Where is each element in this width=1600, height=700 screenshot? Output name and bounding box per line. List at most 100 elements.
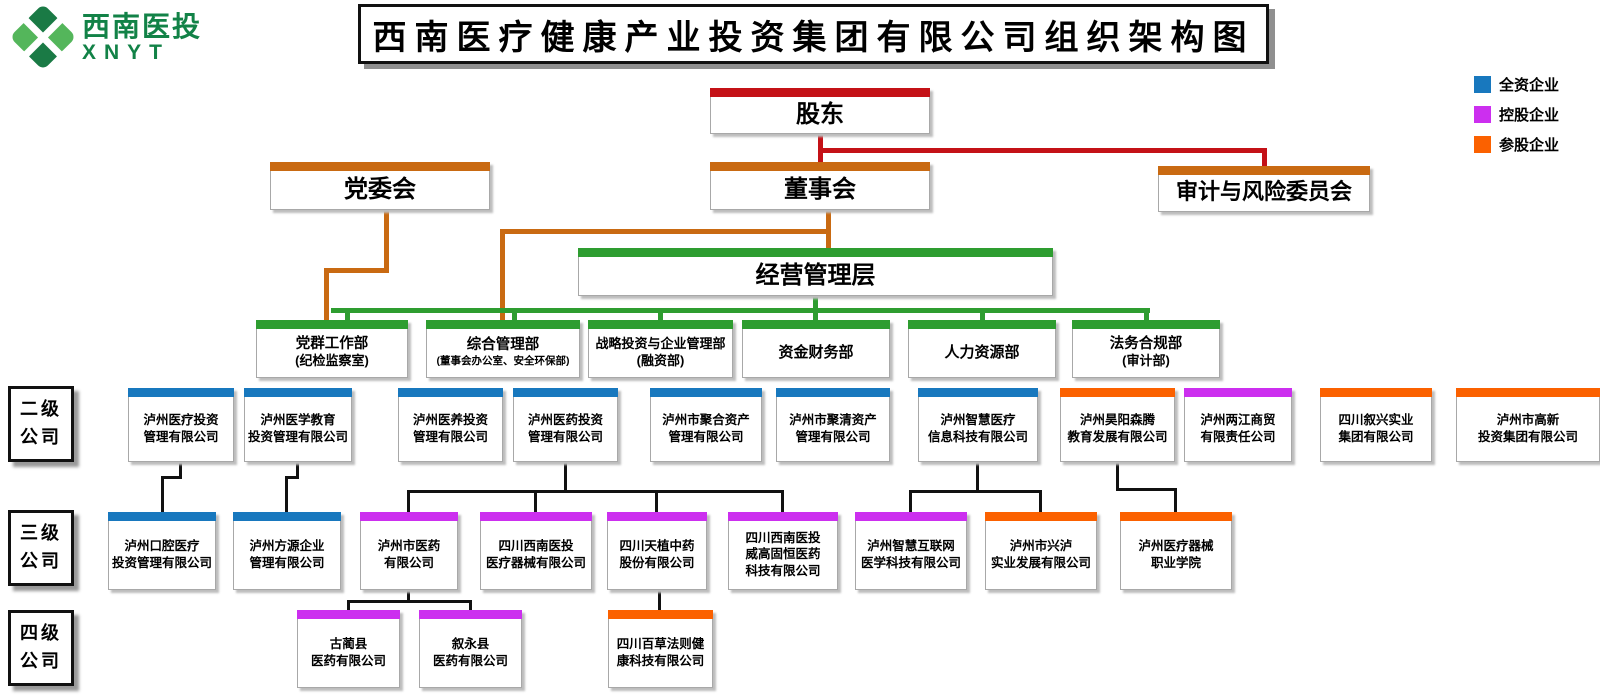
c2-xuxing-industrial-label: 四川叙兴实业集团有限公司 bbox=[1338, 413, 1414, 444]
connector-line bbox=[1116, 488, 1177, 491]
tier3-label: 三级公司 bbox=[8, 510, 74, 586]
c3-city-pharma-color-bar bbox=[360, 512, 458, 521]
connector-line bbox=[285, 476, 299, 479]
equity-participation-swatch bbox=[1474, 136, 1491, 153]
node-party-committee-color-bar bbox=[270, 162, 490, 171]
dept-legal-compliance: 法务合规部(审计部) bbox=[1072, 320, 1220, 378]
c3-tianzhi-tcm-color-bar bbox=[607, 512, 707, 521]
node-management-layer-color-bar bbox=[578, 248, 1053, 257]
c3-xinglu-industrial: 泸州市兴泸实业发展有限公司 bbox=[985, 512, 1097, 590]
c2-juhe-assets-color-bar bbox=[650, 388, 762, 397]
dept-legal-compliance-color-bar bbox=[1072, 320, 1220, 329]
connector-line bbox=[818, 148, 1267, 153]
connector-line bbox=[826, 210, 831, 234]
connector-line bbox=[1116, 462, 1119, 490]
c2-liangjiang-trading-color-bar bbox=[1184, 388, 1292, 397]
logo-text: 西南医投 XNYT bbox=[82, 11, 203, 65]
dept-finance-color-bar bbox=[742, 320, 890, 329]
c4-xuyong-pharma-label: 叙永县医药有限公司 bbox=[432, 637, 508, 668]
c3-medical-devices-label: 四川西南医投医疗器械有限公司 bbox=[485, 539, 586, 570]
dept-general-administration-label: 综合管理部(董事会办公室、安全环保部) bbox=[436, 337, 570, 368]
logo-english-name: XNYT bbox=[82, 41, 171, 65]
connector-line bbox=[1262, 148, 1267, 166]
c3-weigao-guheng-color-bar bbox=[728, 512, 838, 521]
tier2-label: 二级公司 bbox=[8, 386, 74, 462]
c2-liangjiang-trading: 泸州两江商贸有限责任公司 bbox=[1184, 388, 1292, 462]
connector-line bbox=[161, 476, 164, 512]
c2-medical-investment-color-bar bbox=[128, 388, 234, 397]
connector-line bbox=[1144, 308, 1149, 320]
c2-medical-education: 泸州医学教育投资管理有限公司 bbox=[244, 388, 352, 462]
c2-haoyang-senteng-color-bar bbox=[1060, 388, 1175, 397]
holding-swatch bbox=[1474, 106, 1491, 123]
node-audit-risk-committee-label: 审计与风险委员会 bbox=[1175, 179, 1352, 205]
connector-line bbox=[658, 308, 663, 320]
c2-haoyang-senteng-label: 泸州昊阳森腾教育发展有限公司 bbox=[1067, 413, 1168, 444]
connector-line bbox=[324, 268, 329, 320]
connector-line bbox=[1174, 488, 1177, 512]
c4-gulin-pharma-label: 古蔺县医药有限公司 bbox=[310, 637, 386, 668]
c2-haoyang-senteng: 泸州昊阳森腾教育发展有限公司 bbox=[1060, 388, 1175, 462]
node-board-of-directors-color-bar bbox=[710, 162, 930, 171]
dept-general-administration: 综合管理部(董事会办公室、安全环保部) bbox=[426, 320, 580, 378]
c2-medical-care-color-bar bbox=[398, 388, 503, 397]
connector-line bbox=[1039, 490, 1042, 512]
node-board-of-directors-label: 董事会 bbox=[784, 175, 856, 203]
c2-gaoxin-investment: 泸州市高新投资集团有限公司 bbox=[1456, 388, 1600, 462]
dept-strategy-investment-color-bar bbox=[588, 320, 733, 329]
c3-tianzhi-tcm-label: 四川天植中药股份有限公司 bbox=[619, 539, 695, 570]
c2-medical-education-color-bar bbox=[244, 388, 352, 397]
c3-weigao-guheng: 四川西南医投威高固恒医药科技有限公司 bbox=[728, 512, 838, 590]
node-party-committee-label: 党委会 bbox=[344, 175, 416, 203]
node-audit-risk-committee-color-bar bbox=[1158, 166, 1370, 175]
connector-line bbox=[161, 476, 182, 479]
connector-line bbox=[534, 490, 537, 512]
c3-smart-internet-medical: 泸州智慧互联网医学科技有限公司 bbox=[855, 512, 967, 590]
node-board-of-directors: 董事会 bbox=[710, 162, 930, 210]
c2-liangjiang-trading-label: 泸州两江商贸有限责任公司 bbox=[1200, 413, 1276, 444]
c2-medical-care-label: 泸州医养投资管理有限公司 bbox=[412, 413, 488, 444]
c2-gaoxin-investment-label: 泸州市高新投资集团有限公司 bbox=[1477, 413, 1578, 444]
c3-smart-internet-medical-label: 泸州智慧互联网医学科技有限公司 bbox=[860, 539, 961, 570]
connector-line bbox=[512, 308, 517, 320]
dept-strategy-investment-label: 战略投资与企业管理部(融资部) bbox=[595, 335, 726, 368]
legend-item-equity-participation: 参股企业 bbox=[1474, 134, 1559, 155]
page-title: 西南医疗健康产业投资集团有限公司组织架构图 bbox=[358, 4, 1269, 64]
c3-dental-medical: 泸州口腔医疗投资管理有限公司 bbox=[108, 512, 216, 590]
c3-medical-devices: 四川西南医投医疗器械有限公司 bbox=[480, 512, 592, 590]
c2-medical-care: 泸州医养投资管理有限公司 bbox=[398, 388, 503, 462]
c4-baicao-health-color-bar bbox=[608, 610, 713, 619]
legend-item-holding: 控股企业 bbox=[1474, 104, 1559, 125]
clover-logo-icon bbox=[9, 3, 77, 71]
c3-xinglu-industrial-label: 泸州市兴泸实业发展有限公司 bbox=[990, 539, 1091, 570]
logo-chinese-name: 西南医投 bbox=[82, 11, 203, 42]
c2-juhe-assets: 泸州市聚合资产管理有限公司 bbox=[650, 388, 762, 462]
c3-fangyuan-enterprise-label: 泸州方源企业管理有限公司 bbox=[249, 539, 325, 570]
dept-general-administration-color-bar bbox=[426, 320, 580, 329]
c4-gulin-pharma: 古蔺县医药有限公司 bbox=[297, 610, 400, 688]
connector-line bbox=[909, 490, 1042, 493]
node-management-layer: 经营管理层 bbox=[578, 248, 1053, 296]
dept-human-resources-label: 人力资源部 bbox=[944, 343, 1020, 361]
c2-juqing-assets-label: 泸州市聚清资产管理有限公司 bbox=[789, 413, 877, 444]
dept-strategy-investment: 战略投资与企业管理部(融资部) bbox=[588, 320, 733, 378]
c3-xinglu-industrial-color-bar bbox=[985, 512, 1097, 521]
c2-medical-education-label: 泸州医学教育投资管理有限公司 bbox=[247, 413, 348, 444]
c4-baicao-health: 四川百草法则健康科技有限公司 bbox=[608, 610, 713, 688]
connector-line bbox=[976, 462, 979, 492]
legend: 全资企业 控股企业 参股企业 bbox=[1474, 74, 1559, 155]
connector-line bbox=[826, 229, 831, 248]
tier4-label: 四级公司 bbox=[8, 610, 74, 686]
connector-line bbox=[384, 210, 389, 273]
dept-party-mass-work-color-bar bbox=[256, 320, 408, 329]
c2-medical-investment: 泸州医疗投资管理有限公司 bbox=[128, 388, 234, 462]
c3-weigao-guheng-label: 四川西南医投威高固恒医药科技有限公司 bbox=[745, 531, 821, 578]
c2-juqing-assets-color-bar bbox=[776, 388, 890, 397]
c2-pharma-investment-label: 泸州医药投资管理有限公司 bbox=[527, 413, 603, 444]
connector-line bbox=[469, 600, 472, 610]
connector-line bbox=[345, 308, 350, 320]
c2-smart-medical-it-color-bar bbox=[918, 388, 1038, 397]
node-audit-risk-committee: 审计与风险委员会 bbox=[1158, 166, 1370, 212]
dept-party-mass-work-label: 党群工作部(纪检监察室) bbox=[295, 335, 369, 369]
connector-line bbox=[564, 462, 567, 492]
